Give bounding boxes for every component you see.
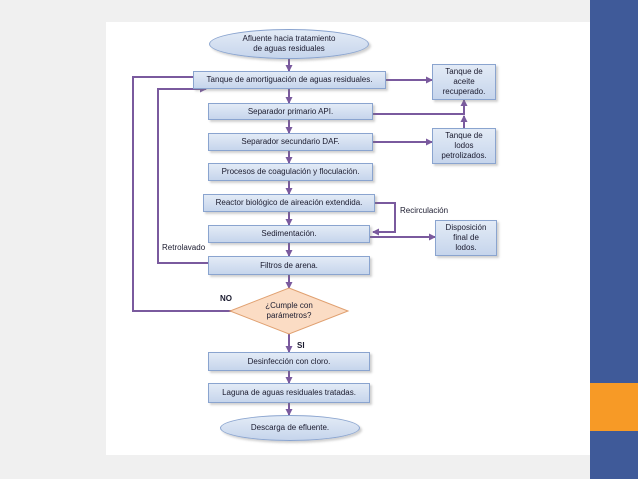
yes-label: SI	[297, 341, 305, 350]
start-node: Afluente hacia tratamiento de aguas resi…	[209, 29, 369, 59]
daf-separator-node: Separador secundario DAF.	[208, 133, 373, 151]
arrow-api-oil	[373, 99, 468, 115]
coagulation-node: Procesos de coagulación y floculación.	[208, 163, 373, 181]
arrow-backwash	[157, 85, 208, 264]
decision-label: ¿Cumple con parámetros?	[265, 301, 313, 320]
disposal-node: Disposición final de lodos.	[435, 220, 497, 256]
sedimentation-node: Sedimentación.	[208, 225, 370, 243]
sand-filters-node: Filtros de arena.	[208, 256, 370, 275]
buffer-tank-node: Tanque de amortiguación de aguas residua…	[193, 71, 386, 89]
lagoon-node: Laguna de aguas residuales tratadas.	[208, 383, 370, 403]
arrow-no-loop	[132, 73, 233, 312]
arrow-recirculation	[372, 202, 396, 236]
recirculation-label: Recirculación	[400, 206, 449, 215]
reactor-node: Reactor biológico de aireación extendida…	[203, 194, 375, 212]
backwash-label: Retrolavado	[162, 243, 206, 252]
sludge-tank-node: Tanque de lodos petrolizados.	[432, 128, 496, 164]
no-label: NO	[220, 294, 232, 303]
side-accent-square	[590, 383, 638, 431]
end-node: Descarga de efluente.	[220, 415, 360, 441]
api-separator-node: Separador primario API.	[208, 103, 373, 120]
decision-diamond	[228, 287, 350, 335]
disinfection-node: Desinfección con cloro.	[208, 352, 370, 371]
oil-tank-node: Tanque de aceite recuperado.	[432, 64, 496, 100]
